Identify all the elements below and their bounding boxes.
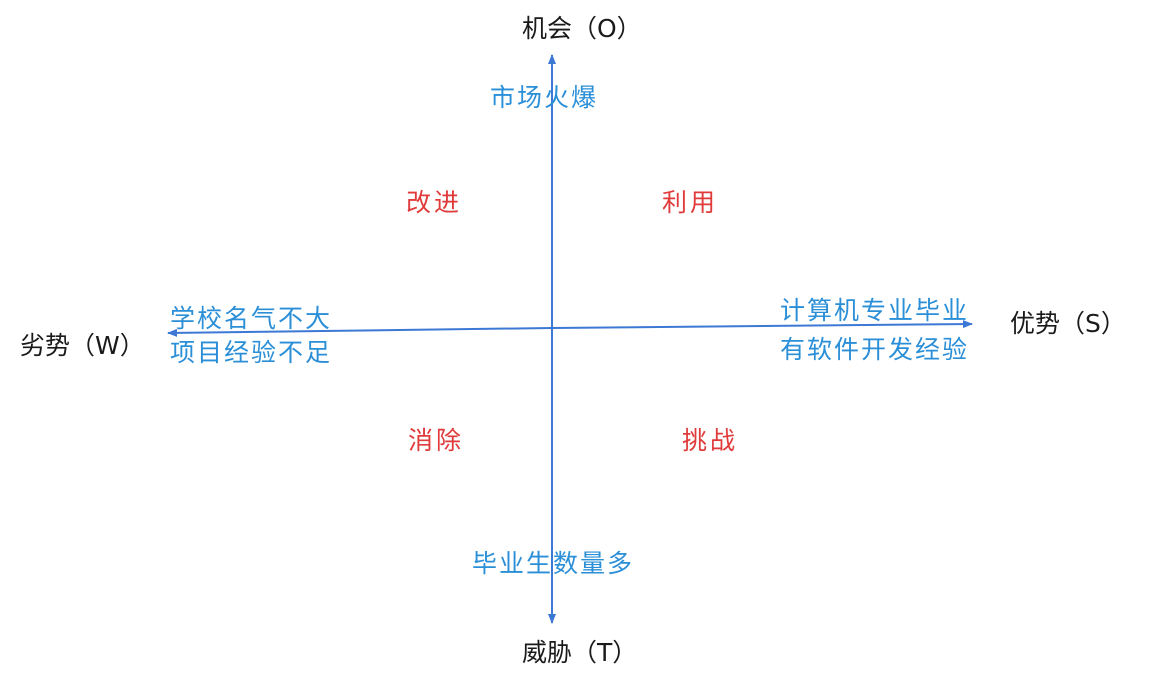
quadrant-challenge: 挑战 bbox=[682, 426, 739, 455]
weakness-description-line1: 学校名气不大 bbox=[170, 304, 333, 333]
strength-label: 优势（S） bbox=[1010, 309, 1126, 338]
weakness-label: 劣势（W） bbox=[20, 331, 145, 360]
strength-description-line1: 计算机专业毕业 bbox=[780, 296, 970, 325]
quadrant-eliminate: 消除 bbox=[408, 426, 465, 455]
threat-label: 威胁（T） bbox=[522, 638, 638, 667]
quadrant-utilize: 利用 bbox=[662, 188, 719, 217]
weakness-description-line2: 项目经验不足 bbox=[170, 338, 333, 367]
strength-description-line2: 有软件开发经验 bbox=[780, 335, 970, 364]
horizontal-axis-right bbox=[551, 320, 973, 329]
threat-description: 毕业生数量多 bbox=[472, 549, 635, 578]
quadrant-improve: 改进 bbox=[406, 188, 463, 217]
opportunity-description: 市场火爆 bbox=[490, 83, 599, 112]
horizontal-axis-left bbox=[167, 327, 553, 337]
opportunity-label: 机会（O） bbox=[522, 14, 642, 43]
